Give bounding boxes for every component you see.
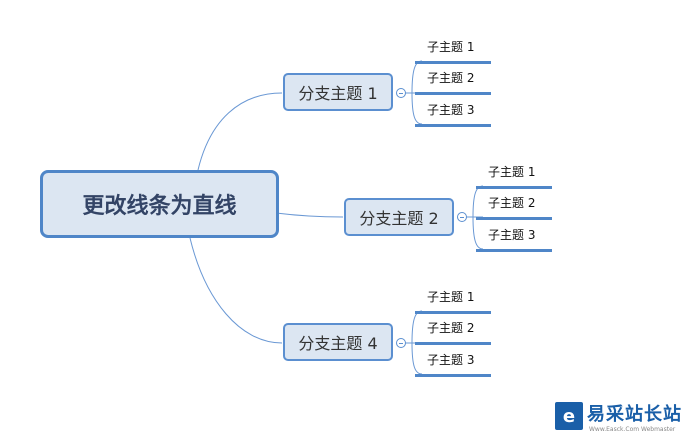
subtopic[interactable]: 子主题 1 (415, 36, 491, 64)
subtopic[interactable]: 子主题 2 (415, 317, 491, 345)
subtopic[interactable]: 子主题 1 (415, 286, 491, 314)
collapse-toggle-icon[interactable] (396, 88, 406, 98)
connector-branch-1-subs (405, 60, 423, 125)
subtopic[interactable]: 子主题 3 (415, 349, 491, 377)
watermark-subtext: Www.Easck.Com Webmaster (589, 425, 676, 433)
connector-branch-2-subs (466, 185, 484, 250)
subtopic[interactable]: 子主题 3 (476, 224, 552, 252)
collapse-toggle-icon[interactable] (396, 338, 406, 348)
watermark-logo: e 易采站长站 Www.Easck.Com Webmaster (555, 399, 689, 433)
connector-central-branch-1 (197, 92, 283, 171)
connector-central-branch-2 (275, 212, 344, 218)
branch-topic-2[interactable]: 分支主题 2 (344, 198, 454, 236)
branch-topic-4[interactable]: 分支主题 4 (283, 323, 393, 361)
branch-topic-1[interactable]: 分支主题 1 (283, 73, 393, 111)
subtopic[interactable]: 子主题 3 (415, 99, 491, 127)
subtopic[interactable]: 子主题 2 (415, 67, 491, 95)
connector-branch-4-subs (405, 310, 423, 375)
central-topic[interactable]: 更改线条为直线 (40, 170, 279, 238)
subtopic[interactable]: 子主题 1 (476, 161, 552, 189)
logo-icon: e (555, 402, 583, 430)
subtopic[interactable]: 子主题 2 (476, 192, 552, 220)
connector-central-branch-4 (189, 237, 283, 344)
watermark-text: 易采站长站 (587, 403, 682, 425)
collapse-toggle-icon[interactable] (457, 212, 467, 222)
